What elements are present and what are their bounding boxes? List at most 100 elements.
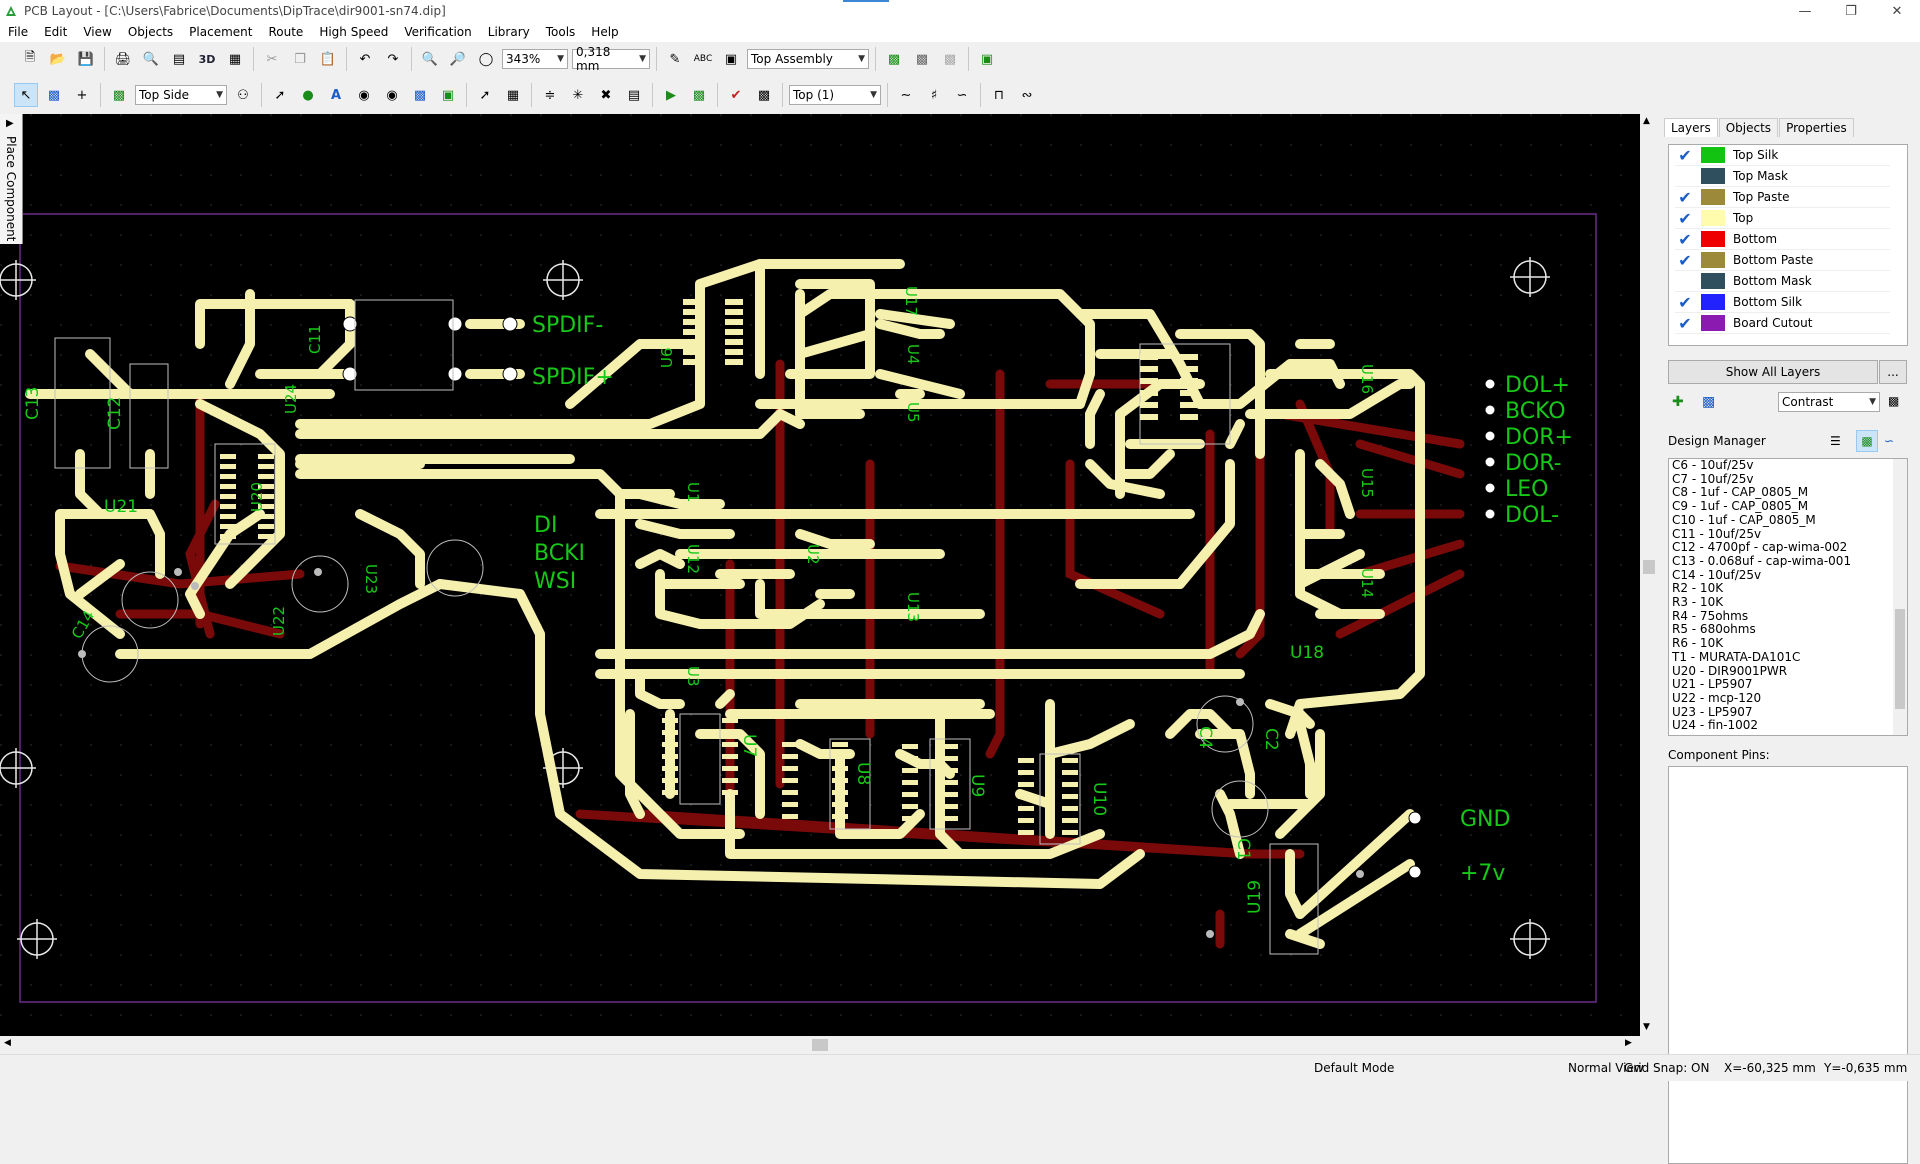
scroll-left-icon[interactable]: ◀ bbox=[4, 1038, 11, 1048]
contrast-select[interactable]: Contrast▼ bbox=[1778, 392, 1880, 412]
list-item[interactable]: U21 - LP5907 bbox=[1672, 677, 1753, 692]
horizontal-scrollbar[interactable]: ◀ ▶ bbox=[0, 1036, 1640, 1054]
undo-icon[interactable]: ↶ bbox=[359, 51, 371, 67]
fanout-icon[interactable]: ✳ bbox=[572, 87, 584, 103]
view-mode-select[interactable]: Top Assembly▼ bbox=[747, 49, 869, 69]
layer-row-top-mask[interactable]: Top Mask bbox=[1675, 166, 1890, 187]
color-swatch[interactable] bbox=[1701, 147, 1725, 163]
checkbox-checked-icon[interactable]: ✔ bbox=[1678, 250, 1692, 270]
grid-size-select[interactable]: 0,318 mm▼ bbox=[572, 45, 650, 73]
netlist-icon[interactable]: ▩ bbox=[887, 51, 901, 67]
checkbox-checked-icon[interactable]: ✔ bbox=[1678, 145, 1692, 165]
layer-row-bottom[interactable]: ✔Bottom bbox=[1675, 229, 1890, 250]
redo-icon[interactable]: ↷ bbox=[387, 51, 399, 67]
tab-layers[interactable]: Layers bbox=[1664, 118, 1718, 137]
pcb-board-drawing[interactable]: SPDIF- SPDIF+ DI BCKI WSI DOL+ BCKO DOR+… bbox=[0, 114, 1640, 1036]
minimize-button[interactable]: — bbox=[1798, 3, 1812, 19]
unroute-icon[interactable]: ✖ bbox=[600, 87, 612, 103]
menu-edit[interactable]: Edit bbox=[44, 25, 68, 39]
list-item[interactable]: C9 - 1uf - CAP_0805_M bbox=[1672, 499, 1809, 514]
color-swatch[interactable] bbox=[1701, 231, 1725, 247]
trace-icon[interactable]: ≑ bbox=[544, 87, 556, 103]
print-icon[interactable]: 🖨 bbox=[114, 51, 132, 67]
3d-view-icon[interactable]: 3D bbox=[198, 52, 216, 66]
checkbox-checked-icon[interactable]: ✔ bbox=[1678, 187, 1692, 207]
color-swatch[interactable] bbox=[1701, 189, 1725, 205]
add-layer-icon[interactable]: ✚ bbox=[1672, 394, 1684, 410]
list-item[interactable]: T1 - MURATA-DA101C bbox=[1672, 649, 1801, 664]
zoom-fit-icon[interactable]: ◯ bbox=[478, 51, 494, 67]
list-item[interactable]: C11 - 10uf/25v bbox=[1672, 526, 1762, 541]
copy-icon[interactable]: ❐ bbox=[294, 51, 306, 67]
list-item[interactable]: C12 - 4700pf - cap-wima-002 bbox=[1672, 540, 1848, 555]
length-match-icon[interactable]: ♯ bbox=[930, 87, 938, 103]
status-grid-snap[interactable]: Grid Snap: ON bbox=[1624, 1061, 1710, 1075]
renumber-icon[interactable]: ▩ bbox=[943, 51, 957, 67]
route-layer-select[interactable]: Top (1)▼ bbox=[789, 85, 881, 105]
route-manual-icon[interactable]: ➚ bbox=[274, 87, 286, 103]
select-tool-icon[interactable]: ↖ bbox=[14, 83, 38, 107]
checkbox-checked-icon[interactable]: ✔ bbox=[1678, 208, 1692, 228]
list-item[interactable]: C14 - 10uf/25v bbox=[1672, 567, 1762, 582]
differential-pair-icon[interactable]: ∽ bbox=[956, 87, 968, 103]
more-options-button[interactable]: ... bbox=[1879, 360, 1907, 384]
checkbox-checked-icon[interactable]: ✔ bbox=[1678, 292, 1692, 312]
layer-display-icon[interactable]: ▩ bbox=[1888, 394, 1900, 408]
save-icon[interactable]: 💾 bbox=[77, 51, 95, 67]
place-via-icon[interactable]: ◉ bbox=[358, 87, 370, 103]
layer-icon[interactable]: ▩ bbox=[112, 87, 126, 103]
bus-icon[interactable]: ▤ bbox=[627, 87, 641, 103]
scroll-up-icon[interactable]: ▲ bbox=[1643, 116, 1650, 126]
list-scroll-thumb[interactable] bbox=[1895, 609, 1905, 709]
color-swatch[interactable] bbox=[1701, 210, 1725, 226]
list-item[interactable]: U22 - mcp-120 bbox=[1672, 690, 1762, 705]
color-swatch[interactable] bbox=[1701, 294, 1725, 310]
print-preview-icon[interactable]: 🔍 bbox=[142, 51, 160, 67]
copper-pour-icon[interactable]: ▩ bbox=[413, 87, 427, 103]
zoom-out-icon[interactable]: 🔎 bbox=[449, 51, 467, 67]
restore-button[interactable]: ❐ bbox=[1845, 3, 1857, 19]
list-item[interactable]: R3 - 10K bbox=[1672, 595, 1724, 610]
scroll-down-icon[interactable]: ▼ bbox=[1643, 1022, 1650, 1032]
tab-objects[interactable]: Objects bbox=[1718, 118, 1779, 137]
layer-settings-icon[interactable]: ▩ bbox=[1702, 394, 1716, 410]
spell-check-icon[interactable]: ABC bbox=[693, 54, 713, 64]
vertical-scroll-thumb[interactable] bbox=[1643, 560, 1655, 574]
export-icon[interactable]: ▤ bbox=[172, 51, 186, 67]
shape-icon[interactable]: ▣ bbox=[441, 87, 455, 103]
scroll-right-icon[interactable]: ▶ bbox=[1625, 1038, 1632, 1048]
place-text-icon[interactable]: A bbox=[330, 87, 342, 103]
menu-library[interactable]: Library bbox=[487, 25, 530, 39]
crosshair-tool-icon[interactable]: + bbox=[76, 87, 88, 103]
layer-row-top-silk[interactable]: ✔Top Silk bbox=[1675, 145, 1890, 166]
paste-icon[interactable]: 📋 bbox=[319, 51, 337, 67]
table-icon[interactable]: ▦ bbox=[506, 87, 520, 103]
side-select[interactable]: Top Side▼ bbox=[135, 85, 227, 105]
checkbox-checked-icon[interactable]: ✔ bbox=[1678, 313, 1692, 333]
layer-row-bottom-mask[interactable]: Bottom Mask bbox=[1675, 271, 1890, 292]
close-button[interactable]: ✕ bbox=[1891, 3, 1903, 19]
component-list[interactable]: C6 - 10uf/25v C7 - 10uf/25v C8 - 1uf - C… bbox=[1668, 458, 1908, 736]
tab-properties[interactable]: Properties bbox=[1779, 118, 1854, 137]
list-item[interactable]: U20 - DIR9001PWR bbox=[1672, 663, 1788, 678]
place-hole-icon[interactable]: ◉ bbox=[386, 87, 398, 103]
route-setup-icon[interactable]: ▩ bbox=[692, 87, 706, 103]
list-item[interactable]: U24 - fin-1002 bbox=[1672, 718, 1759, 733]
list-item[interactable]: C10 - 1uf - CAP_0805_M bbox=[1672, 512, 1816, 527]
menu-verification[interactable]: Verification bbox=[404, 25, 472, 39]
show-all-layers-button[interactable]: Show All Layers bbox=[1668, 360, 1878, 384]
place-pad-icon[interactable]: ● bbox=[302, 87, 314, 103]
grid-panels-icon[interactable]: ▦ bbox=[228, 51, 242, 67]
export-gerber-icon[interactable]: ▣ bbox=[980, 51, 994, 67]
drc-settings-icon[interactable]: ▩ bbox=[757, 87, 771, 103]
vertical-scrollbar[interactable]: ▲ ▼ bbox=[1640, 114, 1658, 1036]
list-item[interactable]: C7 - 10uf/25v bbox=[1672, 471, 1754, 486]
design-properties-icon[interactable]: ✎ bbox=[669, 51, 681, 67]
color-swatch[interactable] bbox=[1701, 315, 1725, 331]
list-item[interactable]: R5 - 680ohms bbox=[1672, 622, 1756, 637]
menu-route[interactable]: Route bbox=[268, 25, 304, 39]
zoom-select[interactable]: 343%▼ bbox=[502, 49, 568, 69]
color-swatch[interactable] bbox=[1701, 252, 1725, 268]
meander-icon[interactable]: ⊓ bbox=[993, 87, 1005, 103]
layer-row-top-paste[interactable]: ✔Top Paste bbox=[1675, 187, 1890, 208]
